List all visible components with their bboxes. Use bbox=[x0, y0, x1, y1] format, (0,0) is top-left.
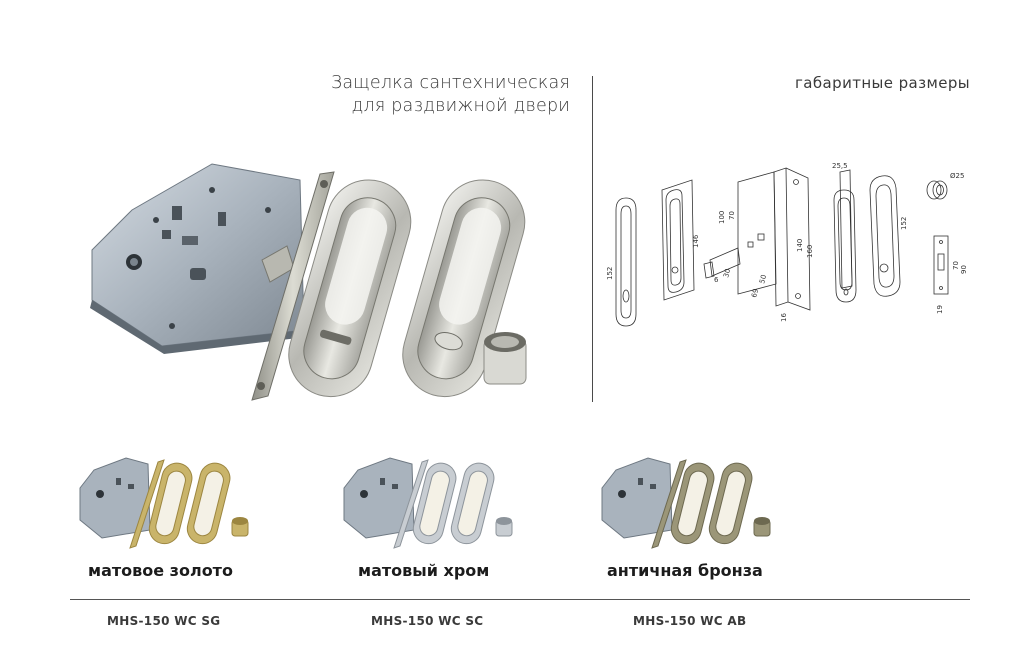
flush-pull-handle-right bbox=[402, 179, 526, 398]
variant-handle-left bbox=[412, 462, 457, 545]
variant-image-bronze bbox=[598, 454, 798, 550]
dim-label: Ø25 bbox=[950, 172, 964, 180]
product-title: Защелка сантехническая для раздвижной дв… bbox=[250, 72, 570, 118]
variant-handle-left bbox=[670, 462, 715, 545]
variant-cylinder bbox=[753, 517, 771, 537]
horizontal-divider bbox=[70, 599, 970, 600]
flush-pull-handle-left bbox=[288, 179, 412, 398]
drawing-handle-assembly bbox=[833, 169, 901, 303]
dim-label: 6 bbox=[714, 276, 719, 284]
thumb-turn-cylinder bbox=[483, 332, 527, 385]
dim-label: 19 bbox=[936, 305, 944, 314]
hero-product-image bbox=[90, 163, 527, 401]
drawing-handle-front bbox=[615, 197, 637, 327]
drawing-strike-plate bbox=[933, 235, 949, 295]
product-title-line-2: для раздвижной двери bbox=[351, 96, 570, 116]
dim-label: 160 bbox=[806, 245, 814, 258]
dimensions-title: габаритные размеры bbox=[795, 74, 970, 92]
finish-label-gold: матовое золото bbox=[88, 561, 233, 580]
variant-image-gold bbox=[76, 454, 276, 550]
dim-label: 30 bbox=[722, 268, 732, 279]
variant-cylinder bbox=[495, 517, 513, 537]
product-title-line-1: Защелка сантехническая bbox=[331, 73, 570, 93]
dim-label: 16 bbox=[780, 313, 788, 322]
vertical-divider bbox=[592, 76, 593, 402]
dim-label: 70 bbox=[728, 211, 736, 220]
variant-cylinder bbox=[231, 517, 249, 537]
variant-image-chrome bbox=[340, 454, 540, 550]
dimension-drawings: 152 146 100 70 140 160 6 30 50 69 16 25,… bbox=[606, 162, 968, 327]
variant-faceplate bbox=[129, 459, 165, 549]
variant-handle-right bbox=[708, 462, 753, 545]
drawing-handle-side bbox=[661, 179, 695, 301]
variant-handle-left bbox=[148, 462, 193, 545]
dim-label: 70 bbox=[952, 261, 960, 270]
sku-bronze: MHS-150 WC AB bbox=[633, 614, 747, 628]
sku-gold: MHS-150 WC SG bbox=[107, 614, 221, 628]
dim-label: 25,5 bbox=[832, 162, 848, 170]
dim-label: 69 bbox=[750, 288, 760, 299]
dim-label: 146 bbox=[692, 234, 700, 248]
lock-faceplate bbox=[251, 171, 335, 401]
finish-label-chrome: матовый хром bbox=[358, 561, 490, 580]
dim-label: 90 bbox=[960, 265, 968, 274]
dim-label: 140 bbox=[796, 239, 804, 252]
dim-label: 152 bbox=[900, 217, 908, 230]
finish-label-bronze: античная бронза bbox=[607, 561, 763, 580]
dim-label: 100 bbox=[718, 211, 726, 224]
variant-faceplate bbox=[651, 459, 687, 549]
variant-handle-right bbox=[450, 462, 495, 545]
drawing-lock-body bbox=[703, 167, 811, 311]
sku-chrome: MHS-150 WC SC bbox=[371, 614, 484, 628]
dim-label: 152 bbox=[606, 267, 614, 280]
dim-label: 50 bbox=[758, 274, 768, 285]
variant-handle-right bbox=[186, 462, 231, 545]
variant-faceplate bbox=[393, 459, 429, 549]
drawing-cylinder bbox=[926, 180, 948, 200]
lock-mechanism bbox=[90, 163, 305, 354]
